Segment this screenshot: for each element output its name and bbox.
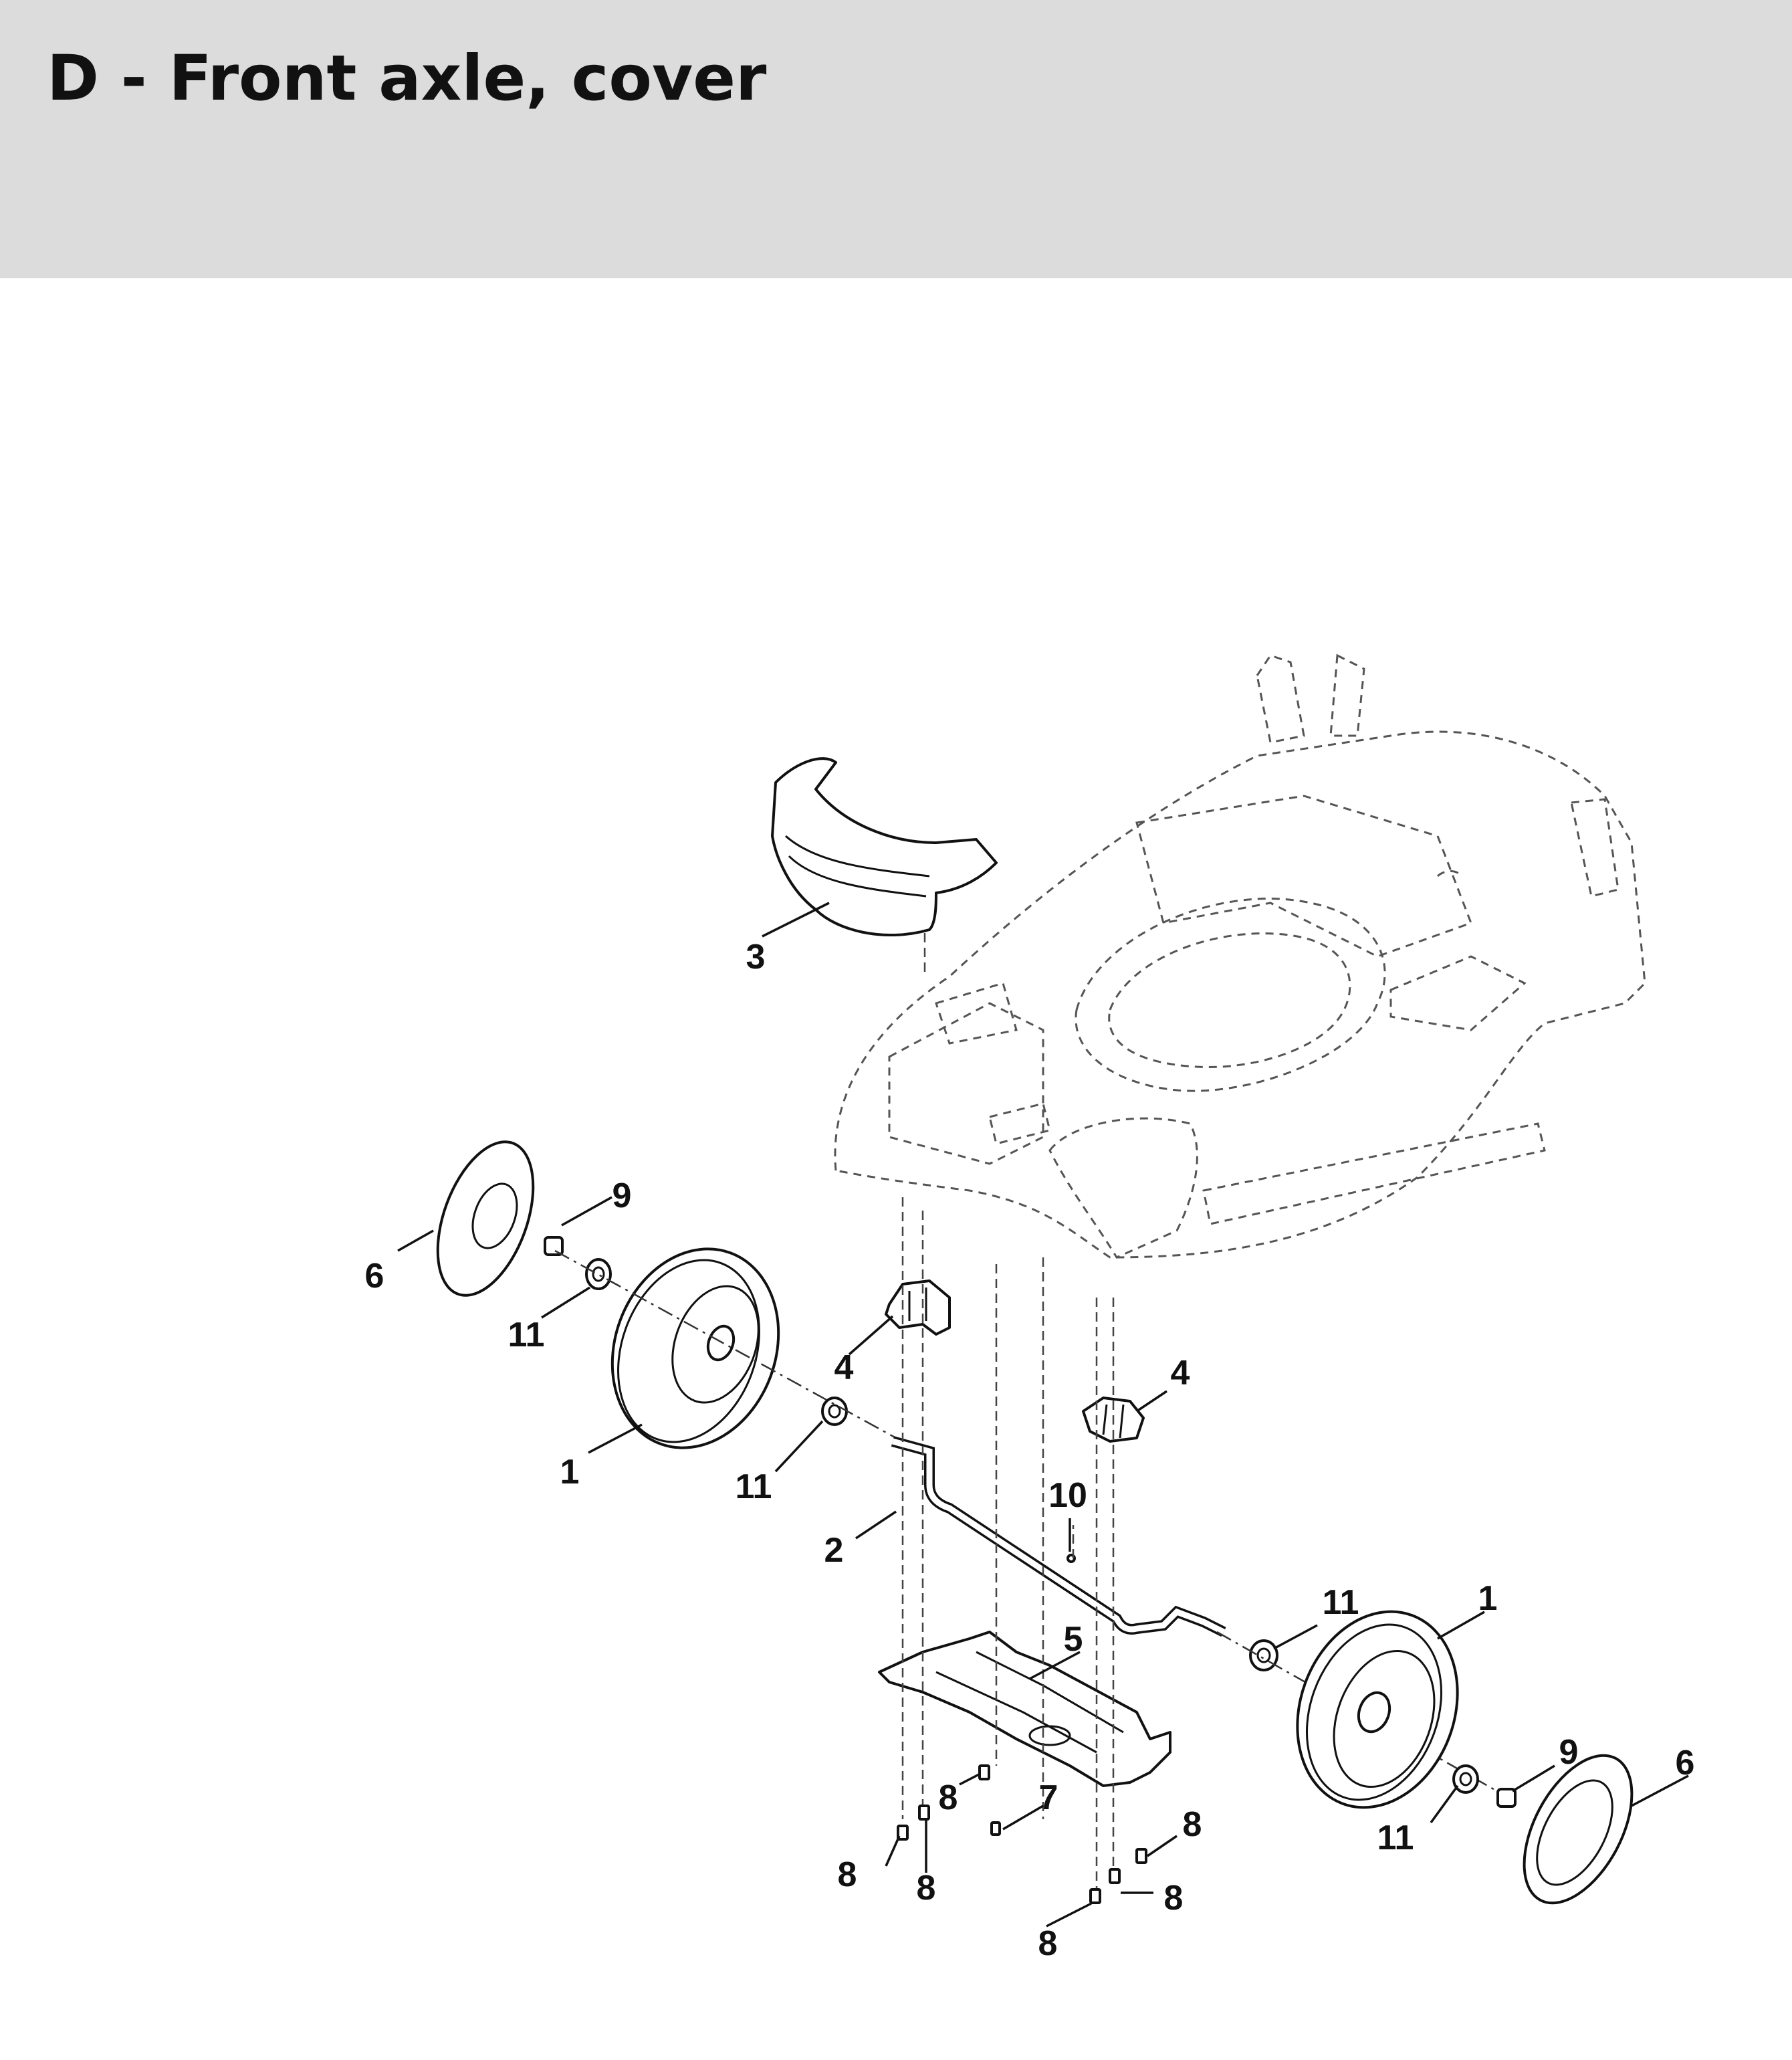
callout-4-right: 4 — [1171, 1354, 1190, 1393]
mower-deck-outline — [834, 653, 1646, 1259]
nut-right-part — [1496, 1788, 1517, 1808]
callout-4-left: 4 — [834, 1348, 854, 1387]
callout-8: 8 — [1038, 1924, 1058, 1963]
bearing-part — [585, 1258, 612, 1290]
callout-1-left: 1 — [560, 1453, 580, 1491]
bearing-part — [1249, 1639, 1278, 1671]
callout-6-left: 6 — [365, 1257, 384, 1296]
wheel-left-part — [610, 1247, 780, 1449]
front-axle-part — [891, 1436, 1226, 1637]
callout-8: 8 — [939, 1778, 958, 1817]
nut-left-part — [544, 1236, 564, 1256]
callout-8: 8 — [1164, 1879, 1184, 1918]
callout-8: 8 — [1183, 1805, 1202, 1844]
callout-labels: 3 6 9 11 1 4 11 4 10 2 11 1 5 9 6 8 7 11… — [365, 938, 1695, 1963]
bearing-part — [1452, 1764, 1479, 1794]
screws-part — [897, 1764, 1147, 1904]
front-cover-part — [771, 757, 998, 937]
callout-5: 5 — [1064, 1620, 1083, 1659]
callout-1-right: 1 — [1478, 1579, 1498, 1618]
height-adjuster-left-part — [885, 1279, 951, 1336]
callout-8: 8 — [917, 1869, 936, 1908]
callout-7: 7 — [1039, 1778, 1058, 1817]
callout-11-right-upper: 11 — [1323, 1583, 1359, 1622]
assembly-lines — [901, 1197, 1115, 1893]
callout-9-left: 9 — [612, 1176, 632, 1215]
leader-lines — [397, 902, 1689, 1928]
hubcap-left-part — [436, 1140, 535, 1297]
callout-11-left-upper: 11 — [508, 1316, 545, 1354]
page-title: D - Front axle, cover — [47, 42, 767, 115]
title-banner: D - Front axle, cover — [0, 0, 1792, 278]
callout-8: 8 — [838, 1855, 857, 1894]
callout-2: 2 — [824, 1531, 844, 1570]
callout-11-right-lower: 11 — [1377, 1819, 1414, 1857]
wheel-right-part — [1296, 1610, 1459, 1809]
callout-3: 3 — [746, 938, 766, 976]
hubcap-right-part — [1523, 1754, 1634, 1905]
bearing-part — [821, 1397, 848, 1426]
callout-9-right: 9 — [1559, 1733, 1579, 1772]
screw-7-part — [990, 1821, 1001, 1836]
callout-10: 10 — [1048, 1476, 1087, 1515]
callout-11-left-lower: 11 — [736, 1467, 772, 1506]
callout-6-right: 6 — [1676, 1744, 1695, 1782]
